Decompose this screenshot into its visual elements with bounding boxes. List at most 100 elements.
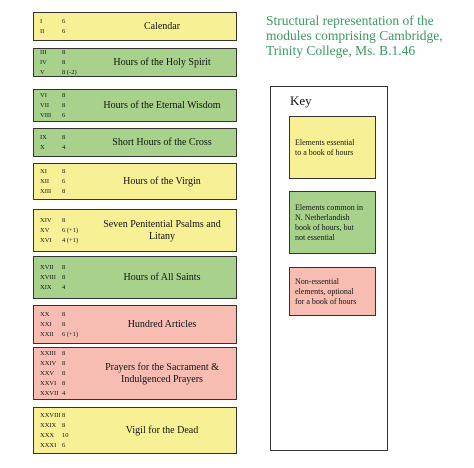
module-title: Hours of the Eternal Wisdom bbox=[92, 90, 232, 121]
quire-number: VI bbox=[40, 92, 47, 99]
module-title-line: Hours of the Virgin bbox=[123, 175, 201, 187]
quire-leaf-count: 4 bbox=[62, 390, 66, 397]
module-title: Calendar bbox=[92, 13, 232, 40]
module-title-text: Vigil for the Dead bbox=[126, 425, 198, 437]
quire-leaf-count: 4 (+1) bbox=[62, 237, 79, 244]
module-title: Hours of All Saints bbox=[92, 257, 232, 298]
module-title-line: Hours of the Eternal Wisdom bbox=[103, 99, 221, 111]
quire-row: XXXI 6 bbox=[40, 442, 92, 449]
quire-number: III bbox=[40, 49, 47, 56]
quire-leaf-count: 6 bbox=[62, 112, 66, 119]
quire-number: XVII bbox=[40, 264, 54, 271]
quire-number: XX bbox=[40, 311, 50, 318]
quire-number: XXVII bbox=[40, 390, 59, 397]
quire-row: XXV 8 bbox=[40, 370, 92, 377]
quire-number: XIX bbox=[40, 284, 52, 291]
quire-leaf-count: 6 bbox=[62, 178, 66, 185]
module-title: Prayers for the Sacrament &Indulgenced P… bbox=[92, 348, 232, 399]
quire-row: XXII 6 (+1) bbox=[40, 331, 92, 338]
key-title: Key bbox=[290, 93, 312, 108]
key-label-line: Non-essential bbox=[295, 276, 339, 286]
quire-leaf-count: 8 (-2) bbox=[62, 69, 77, 76]
quire-number: XIV bbox=[40, 217, 52, 224]
key-label-line: to a book of hours bbox=[295, 147, 354, 157]
module-title: Hours of the Virgin bbox=[92, 164, 232, 199]
key-swatch-essential: Elements essential to a book of hours bbox=[289, 116, 376, 179]
heading-line: Trinity College, Ms. B.1.46 bbox=[266, 43, 416, 58]
quire-leaf-count: 8 bbox=[62, 102, 66, 109]
diagram-heading: Structural representation of the modules… bbox=[266, 13, 472, 58]
key-label-line: N. Netherlandish bbox=[295, 212, 350, 222]
module-title-text: Hours of the Eternal Wisdom bbox=[103, 100, 220, 112]
module-title-text: Hours of the Holy Spirit bbox=[113, 57, 210, 69]
quire-leaf-count: 8 bbox=[62, 360, 66, 367]
quire-number: XII bbox=[40, 178, 50, 185]
key-swatch-optional: Non-essential elements, optional for a b… bbox=[289, 267, 376, 316]
quire-leaf-count: 8 bbox=[62, 188, 66, 195]
module-title-text: Prayers for the Sacrament &Indulgenced P… bbox=[105, 362, 219, 386]
quire-row: III 8 bbox=[40, 49, 92, 56]
quire-leaf-count: 8 bbox=[62, 380, 66, 387]
quire-number: X bbox=[40, 144, 45, 151]
module-title-text: Hours of the Virgin bbox=[123, 176, 201, 188]
quire-leaf-count: 8 bbox=[62, 321, 66, 328]
quire-number: VIII bbox=[40, 112, 52, 119]
quire-leaf-count: 6 (+1) bbox=[62, 331, 79, 338]
quire-number: XXX bbox=[40, 432, 55, 439]
quire-number: XI bbox=[40, 168, 47, 175]
quire-leaf-count: 8 bbox=[62, 134, 66, 141]
quire-leaf-count: 6 bbox=[62, 442, 66, 449]
module-title-line: Calendar bbox=[143, 20, 181, 32]
quire-leaf-count: 6 bbox=[62, 18, 66, 25]
quire-leaf-count: 8 bbox=[62, 49, 66, 56]
heading-line: Structural representation of the bbox=[266, 13, 434, 28]
quire-number: XXXI bbox=[40, 442, 57, 449]
quire-number: XXVIII bbox=[40, 412, 61, 419]
quire-number: XXII bbox=[40, 331, 54, 338]
module-title-text: Hundred Articles bbox=[128, 319, 197, 331]
quire-number: VII bbox=[40, 102, 50, 109]
key-label-line: for a book of hours bbox=[295, 296, 357, 306]
quire-number: XXI bbox=[40, 321, 52, 328]
quire-leaf-count: 8 bbox=[62, 168, 66, 175]
quire-number: XXIX bbox=[40, 422, 57, 429]
module-title-text: Hours of All Saints bbox=[124, 272, 201, 284]
quire-number: V bbox=[40, 69, 45, 76]
quire-number: XXV bbox=[40, 370, 55, 377]
quire-leaf-count: 4 bbox=[62, 144, 66, 151]
quire-leaf-count: 8 bbox=[62, 370, 66, 377]
module-title-text: Calendar bbox=[144, 21, 180, 33]
module-title-line: Hundred Articles bbox=[127, 318, 197, 330]
quire-leaf-count: 8 bbox=[62, 350, 66, 357]
